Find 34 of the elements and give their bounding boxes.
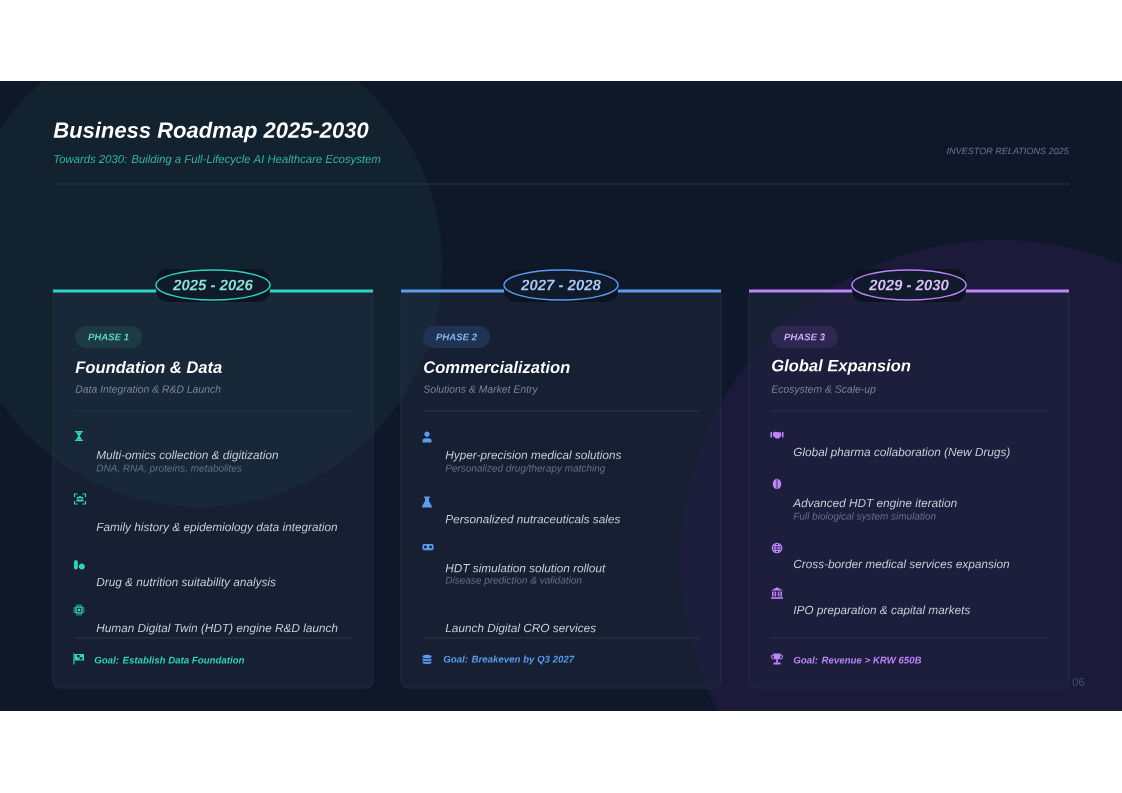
header-note: INVESTOR RELATIONS 2025 (947, 147, 1069, 155)
item-text: Launch Digital CRO services (445, 623, 596, 635)
page-subtitle: Towards 2030: Building a Full-Lifecycle AI Healthcare Ecosystem (54, 154, 381, 166)
goal-text: Goal: Revenue > KRW 650B (793, 656, 922, 664)
goal-text: Goal: Establish Data Foundation (94, 656, 245, 664)
item-text: Hyper-precision medical solutions (445, 450, 622, 462)
item-note: Disease prediction & validation (445, 576, 582, 586)
year-pill: 2027 - 2028 (503, 269, 619, 302)
item-text: Human Digital Twin (HDT) engine R&D launch (96, 623, 338, 635)
year-pill: 2029 - 2030 (851, 269, 967, 302)
item-text: HDT simulation solution rollout (445, 563, 606, 573)
item-text: Drug & nutrition suitability analysis (96, 577, 276, 589)
page-title: Business Roadmap 2025-2030 (53, 121, 369, 143)
card-subtitle: Ecosystem & Scale-up (771, 385, 876, 395)
phase-badge: PHASE 1 (75, 326, 142, 348)
card-heading: Foundation & Data (75, 360, 222, 374)
item-text: Personalized nutraceuticals sales (445, 514, 621, 524)
item-text: Multi-omics collection & digitization (96, 450, 278, 462)
item-text: Global pharma collaboration (New Drugs) (793, 447, 1010, 459)
item-text: Advanced HDT engine iteration (792, 498, 957, 510)
item-note: Full biological system simulation (793, 512, 936, 522)
card-heading: Commercialization (424, 360, 570, 374)
item-text: Cross-border medical services expansion (793, 559, 1010, 571)
card-heading: Global Expansion (772, 359, 911, 375)
card-subtitle: Solutions & Market Entry (423, 385, 539, 395)
year-pill: 2025 - 2026 (155, 269, 271, 302)
item-note: DNA, RNA, proteins, metabolites (96, 464, 242, 474)
card-subtitle: Data Integration & R&D Launch (75, 385, 221, 395)
item-text: Family history & epidemiology data integration (96, 522, 338, 534)
goal-text: Goal: Breakeven by Q3 2027 (443, 655, 575, 665)
item-note: Personalized drug/therapy matching (445, 464, 606, 474)
phase-badge: PHASE 3 (771, 326, 838, 348)
item-text: IPO preparation & capital markets (793, 605, 971, 617)
phase-badge: PHASE 2 (423, 326, 490, 348)
